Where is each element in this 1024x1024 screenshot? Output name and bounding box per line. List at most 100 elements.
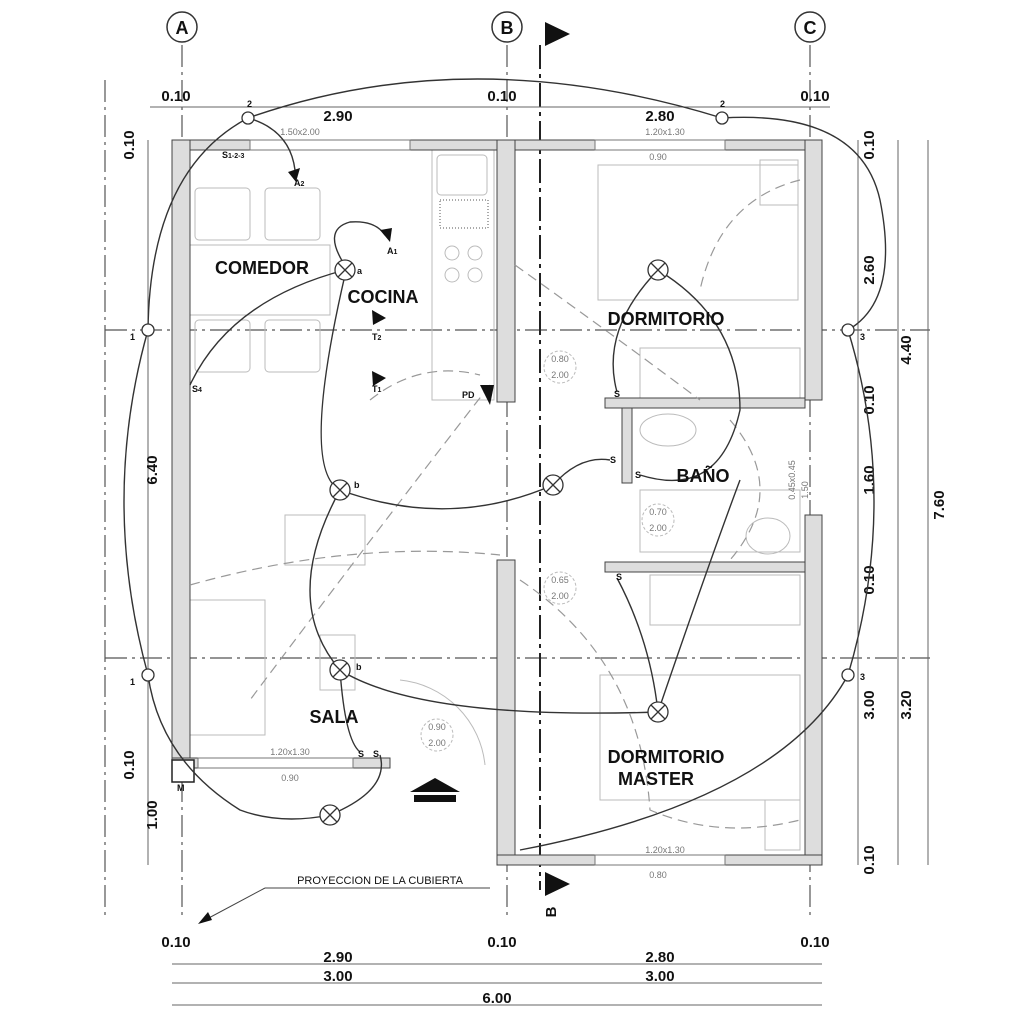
svg-text:0.10: 0.10 [800,88,829,105]
svg-text:0.80: 0.80 [649,870,667,880]
svg-text:1.20x1.30: 1.20x1.30 [645,845,685,855]
furniture [189,149,801,851]
dims-left: 0.10 6.40 0.10 1.00 [121,130,161,865]
door-tags: 0.80 2.00 0.70 2.00 0.65 2.00 0.90 2.00 0.45… [399,350,810,766]
svg-text:2: 2 [247,99,252,109]
room-dormitorio: DORMITORIO [608,309,725,329]
room-sala: SALA [310,707,359,727]
svg-text:0.10: 0.10 [861,565,878,594]
room-cocina: COCINA [348,287,419,307]
dims-right: 0.10 2.60 0.10 1.60 0.10 3.00 0.10 4.40 … [857,130,948,875]
svg-text:1.60: 1.60 [861,465,878,494]
svg-text:B: B [501,18,514,38]
svg-text:1.50: 1.50 [800,481,810,499]
svg-text:2: 2 [720,99,725,109]
room-comedor: COMEDOR [215,258,309,278]
svg-text:1.00: 1.00 [144,800,161,829]
svg-text:2.00: 2.00 [649,523,667,533]
section-arrow-bottom [545,872,570,896]
svg-text:0.10: 0.10 [121,130,138,159]
svg-text:1.20x1.30: 1.20x1.30 [645,127,685,137]
svg-text:S: S [358,749,364,759]
light-fixture-icon [647,259,669,281]
svg-text:3.20: 3.20 [898,690,915,719]
svg-text:1.20x1.30: 1.20x1.30 [270,747,310,757]
svg-text:S1-2-3: S1-2-3 [222,150,244,160]
light-fixture-icon [329,479,351,501]
room-labels: COMEDOR COCINA DORMITORIO BAÑO SALA DORM… [215,258,730,789]
roof-projection-note: PROYECCION DE LA CUBIERTA [198,875,490,924]
svg-text:A2: A2 [294,178,305,188]
svg-text:0.10: 0.10 [161,934,190,951]
svg-text:3.00: 3.00 [323,968,352,985]
svg-text:3: 3 [860,332,865,342]
svg-text:b: b [354,480,360,490]
room-bano: BAÑO [677,465,730,486]
room-master: MASTER [618,769,694,789]
grid-bubble-a: A [166,11,198,43]
svg-text:0.90: 0.90 [649,152,667,162]
svg-text:S: S [610,455,616,465]
grid-bubble-b: B [491,11,523,43]
svg-text:0.10: 0.10 [121,750,138,779]
section-arrow-top [545,22,570,46]
svg-text:0.10: 0.10 [161,88,190,105]
svg-text:0.10: 0.10 [861,845,878,874]
svg-text:0.80: 0.80 [551,354,569,364]
svg-text:a: a [357,266,363,276]
room-master: DORMITORIO [608,747,725,767]
svg-text:0.90: 0.90 [428,722,446,732]
light-fixture-icon [319,804,341,826]
svg-text:PD: PD [462,390,475,400]
svg-text:0.10: 0.10 [800,934,829,951]
svg-text:2.80: 2.80 [645,108,674,125]
svg-text:3: 3 [860,672,865,682]
electrical-symbols: 2 2 1 1 3 3 S1-2-3 A2 A1 T2 T1 PD S4 a b… [130,99,865,793]
svg-text:2.00: 2.00 [551,370,569,380]
svg-text:4.40: 4.40 [898,335,915,364]
svg-text:0.10: 0.10 [861,385,878,414]
svg-text:PROYECCION DE LA CUBIERTA: PROYECCION DE LA CUBIERTA [297,875,464,887]
svg-text:C: C [804,18,817,38]
svg-text:0.10: 0.10 [861,130,878,159]
svg-text:0.10: 0.10 [487,88,516,105]
svg-text:A1: A1 [387,246,398,256]
svg-text:2.60: 2.60 [861,255,878,284]
svg-text:1: 1 [130,332,135,342]
svg-text:M: M [177,783,185,793]
entrance-arrow-icon [410,778,460,802]
svg-text:S: S [373,749,379,759]
svg-text:2.80: 2.80 [645,949,674,966]
light-fixture-icon [334,259,356,281]
svg-text:0.45x0.45: 0.45x0.45 [787,460,797,500]
svg-text:0.90: 0.90 [281,773,299,783]
svg-text:2.00: 2.00 [551,591,569,601]
svg-text:2.90: 2.90 [323,108,352,125]
svg-text:1.50x2.00: 1.50x2.00 [280,127,320,137]
svg-text:0.70: 0.70 [649,507,667,517]
svg-text:S4: S4 [192,384,202,394]
svg-text:2.90: 2.90 [323,949,352,966]
svg-text:3.00: 3.00 [861,690,878,719]
section-label-bottom: B [543,906,560,917]
svg-text:3.00: 3.00 [645,968,674,985]
light-fixtures [141,111,855,826]
svg-text:T1: T1 [372,384,382,394]
svg-text:0.10: 0.10 [487,934,516,951]
svg-text:b: b [356,662,362,672]
svg-text:S: S [616,572,622,582]
svg-text:1: 1 [130,677,135,687]
grid-bubble-c: C [794,11,826,43]
dims-bottom: 0.10 2.90 0.10 2.80 0.10 3.00 3.00 6.00 [161,934,829,1007]
svg-text:A: A [176,18,189,38]
windows: 1.50x2.00 1.20x1.30 0.90 1.20x1.30 0.90 … [197,127,726,880]
light-fixture-icon [647,701,669,723]
dashed-circuits [189,179,801,829]
svg-text:S: S [614,389,620,399]
svg-text:S: S [635,470,641,480]
svg-text:0.65: 0.65 [551,575,569,585]
svg-text:T2: T2 [372,332,382,342]
svg-text:6.40: 6.40 [144,455,161,484]
svg-text:2.00: 2.00 [428,738,446,748]
svg-text:6.00: 6.00 [482,990,511,1007]
